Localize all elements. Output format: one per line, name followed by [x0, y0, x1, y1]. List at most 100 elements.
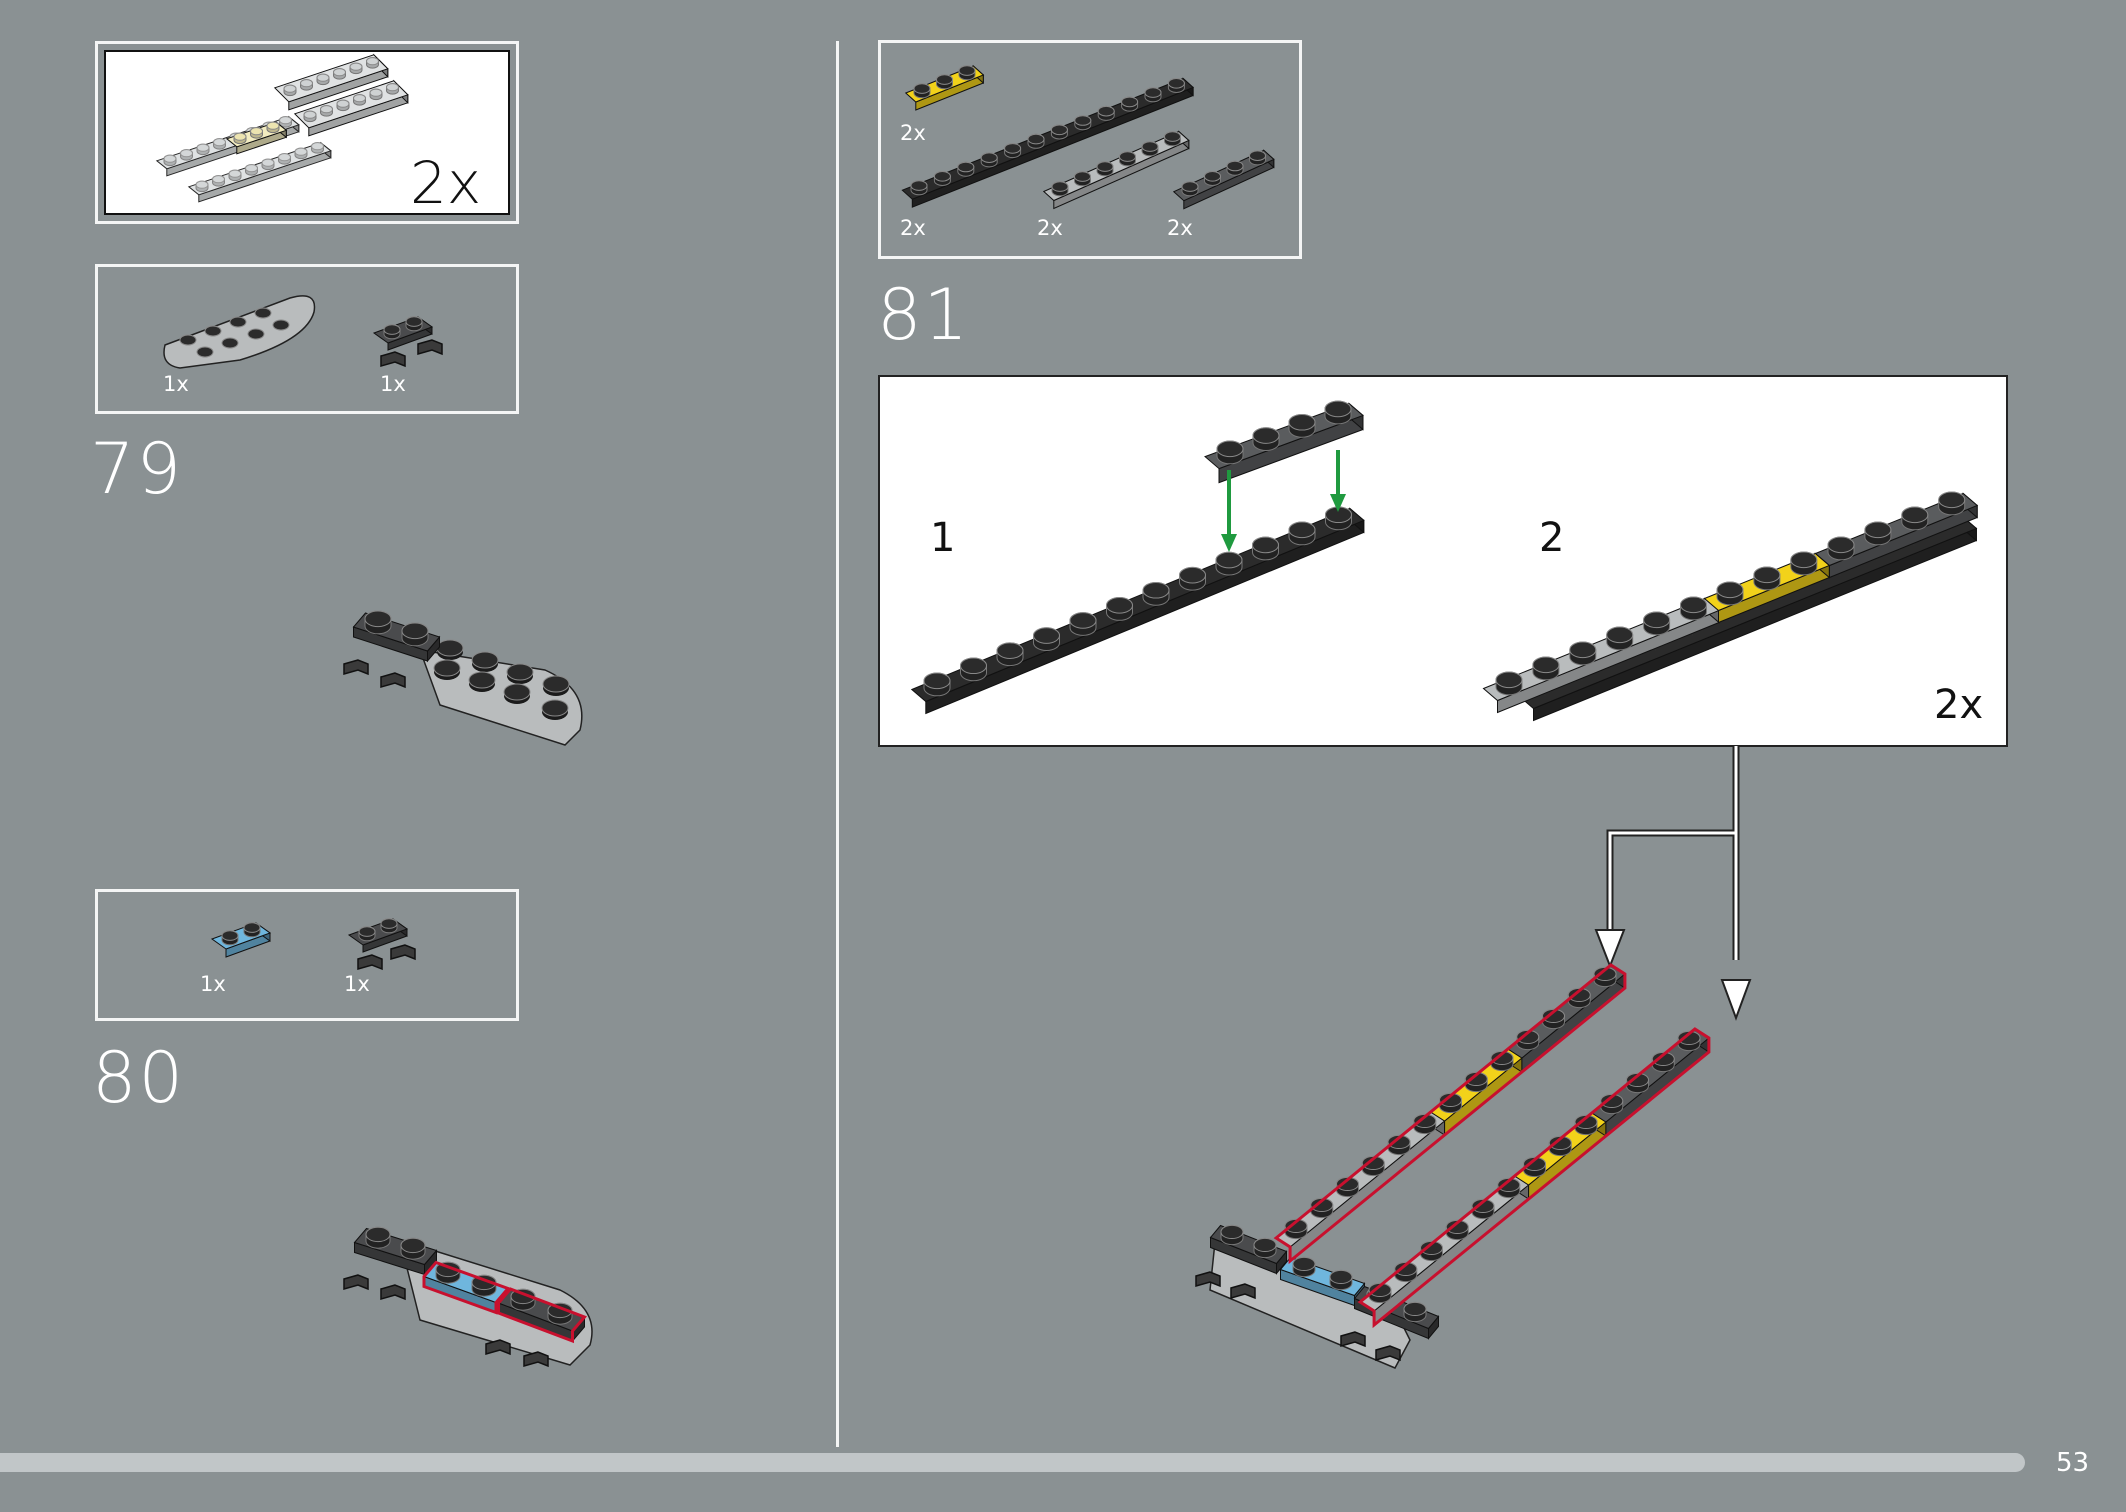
- clip-icon: [1230, 1283, 1256, 1300]
- stud: [541, 699, 569, 717]
- stud-top: [1445, 1219, 1469, 1235]
- lightgray-1x6-plate: [1482, 596, 1720, 714]
- stud-top: [1593, 966, 1617, 982]
- clip-shape: [1195, 1271, 1221, 1288]
- stud-top: [1464, 1071, 1488, 1087]
- stud: [433, 659, 461, 677]
- substep-label-1: 1: [930, 515, 956, 561]
- stud-top: [405, 316, 423, 327]
- step-number-79: 79: [90, 428, 184, 510]
- arrow-head-icon: [1594, 929, 1626, 969]
- placement-arrow-head-icon: [1330, 494, 1346, 512]
- stud-top: [386, 83, 399, 92]
- clip-shape: [343, 659, 369, 676]
- stud-top: [196, 143, 210, 152]
- stud-top: [1938, 491, 1966, 509]
- stud-top: [1141, 141, 1159, 152]
- substep-label-2: 2: [1539, 515, 1565, 561]
- stud-top: [1548, 1135, 1572, 1151]
- clip-plate: [1209, 1224, 1288, 1275]
- stud-top: [311, 142, 324, 151]
- stud-top: [1050, 124, 1068, 136]
- stud-top: [1179, 566, 1206, 584]
- clip-shape: [380, 1284, 406, 1301]
- stud-top: [1827, 536, 1855, 554]
- page-number: 53: [2056, 1448, 2090, 1478]
- stud-top: [303, 110, 317, 119]
- stud-top: [1677, 1030, 1701, 1046]
- stud-top: [1167, 78, 1185, 89]
- part-qty: 2x: [1037, 216, 1063, 240]
- stud-top: [233, 132, 247, 141]
- stud-top: [1626, 1072, 1649, 1088]
- stud-top: [1069, 612, 1097, 629]
- clip-icon: [380, 672, 406, 689]
- plate-side: [1373, 1183, 1530, 1327]
- blue-plate-part: [210, 922, 272, 958]
- stud-top: [996, 642, 1024, 659]
- stud-top: [266, 121, 280, 130]
- clip-icon: [357, 954, 383, 971]
- stud-top: [333, 68, 346, 77]
- clip-icon: [1375, 1345, 1401, 1362]
- stud-top: [1027, 133, 1045, 145]
- stud-top: [283, 84, 297, 93]
- stud-top: [250, 127, 263, 136]
- stud-top: [1387, 1134, 1411, 1150]
- stud: [221, 337, 239, 349]
- clip-icon: [343, 659, 369, 676]
- stud-top: [1164, 131, 1181, 142]
- stud-top: [336, 99, 350, 108]
- stud-top: [401, 622, 429, 640]
- stud-top: [1119, 151, 1136, 162]
- stud-top: [261, 158, 275, 167]
- stud-top: [1288, 413, 1316, 431]
- blue-plate: [422, 1260, 511, 1315]
- stud-top: [380, 918, 398, 929]
- black-1x12-part: [901, 77, 1195, 208]
- stud-top: [980, 152, 998, 163]
- stud-top: [383, 324, 401, 335]
- stud-top: [1413, 1113, 1437, 1129]
- stud-top: [936, 74, 953, 85]
- stud-top: [300, 79, 313, 88]
- plate-side: [925, 519, 1365, 715]
- stud-top: [212, 175, 225, 184]
- stud-top: [221, 930, 239, 941]
- stud-top: [1651, 1051, 1675, 1067]
- plate-side: [1533, 527, 1977, 722]
- stud-top: [316, 73, 330, 82]
- clip-plate-part: [372, 316, 434, 351]
- stud-top: [1753, 566, 1781, 584]
- stud: [254, 307, 272, 319]
- stud-top: [1864, 521, 1892, 539]
- stud-top: [1523, 1156, 1546, 1172]
- clip-shape: [523, 1351, 549, 1368]
- ghost-rail: [187, 141, 332, 203]
- darkgray-1x4-plate: [1204, 400, 1364, 484]
- stud-top: [1004, 143, 1022, 154]
- stud-top: [358, 926, 376, 937]
- black-1x12-base: [1518, 515, 1978, 722]
- part-qty: 2x: [900, 121, 926, 145]
- rail-a-yellow: [1429, 1048, 1523, 1137]
- step79-parts-box: 1x 1x: [95, 264, 519, 414]
- part-qty: 1x: [344, 972, 370, 996]
- stud-top: [1252, 536, 1279, 554]
- stud-top: [195, 180, 209, 189]
- clip-icon: [343, 1274, 369, 1291]
- clip-icon: [1340, 1331, 1366, 1348]
- stud: [204, 325, 222, 337]
- step81-parts-box: 2x 2x 2x 2x: [878, 40, 1302, 259]
- clip-shape: [1340, 1331, 1366, 1348]
- stud-top: [1292, 1256, 1316, 1272]
- stud-top: [1216, 440, 1244, 458]
- stud-top: [1361, 1155, 1385, 1171]
- new-part-highlight: [1273, 963, 1627, 1265]
- clip-icon: [417, 339, 443, 356]
- stud-top: [923, 672, 951, 690]
- half-round-plate-part: [163, 295, 316, 369]
- stud-top: [1181, 181, 1199, 192]
- stud-top: [1252, 427, 1280, 444]
